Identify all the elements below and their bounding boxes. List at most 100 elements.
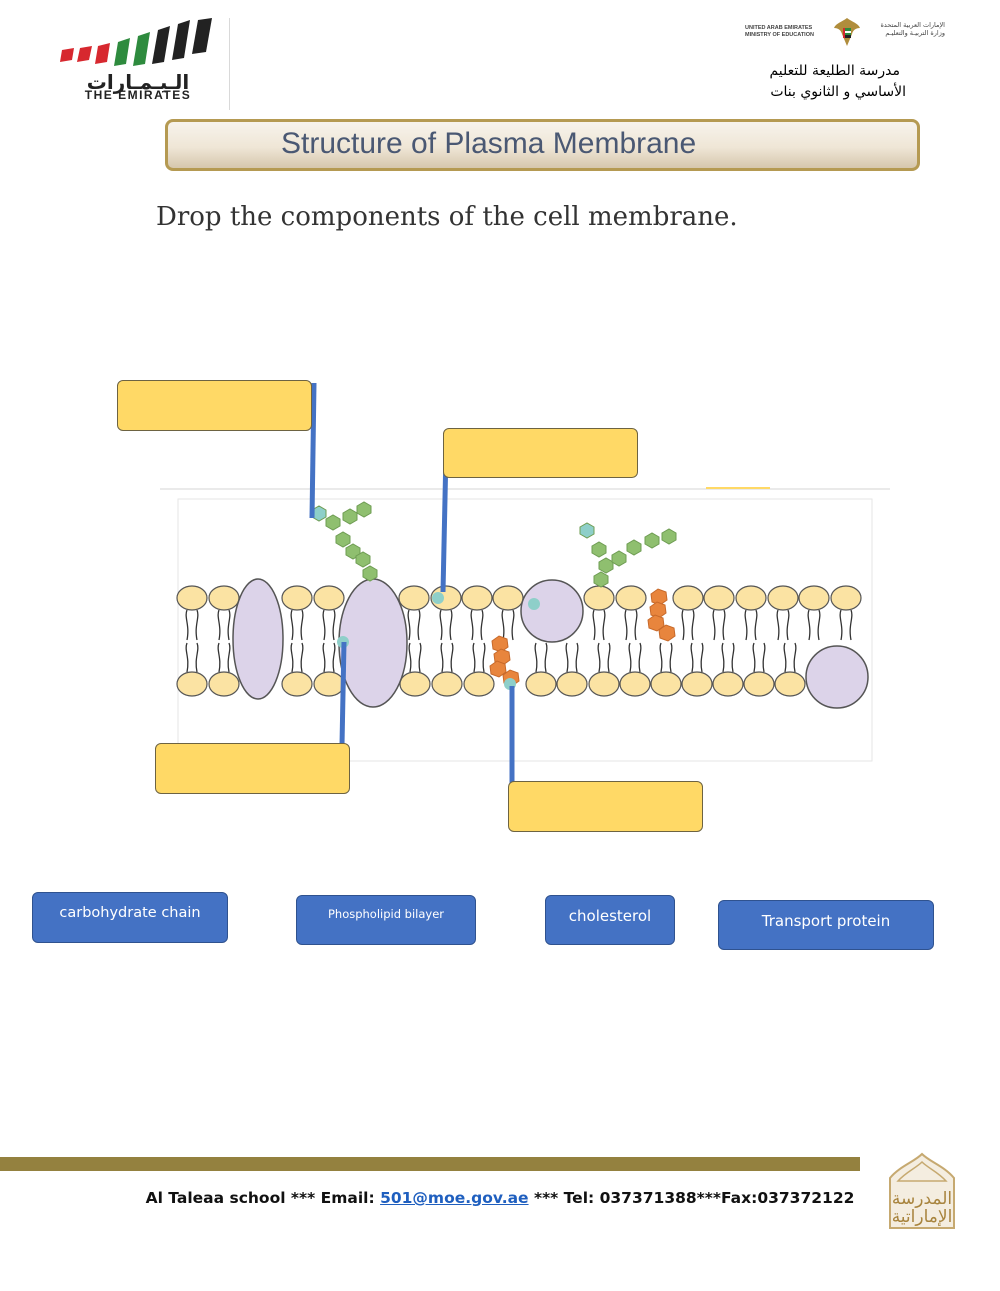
school-logo-text-1: المدرسة [892, 1189, 952, 1209]
footer-school: Al Taleaa school *** Email: [145, 1189, 381, 1207]
header-divider [229, 18, 230, 110]
phospholipid-head [281, 671, 313, 697]
phospholipid-tail [300, 642, 304, 673]
phospholipid-tail [744, 609, 748, 641]
phospholipid-tail [597, 642, 601, 673]
drop-target-3[interactable] [155, 743, 350, 794]
channel-protein-small [232, 578, 284, 700]
phospholipid-tail [681, 609, 685, 641]
phospholipid-head [461, 585, 493, 611]
phospholipid-tail [332, 642, 336, 673]
footer-contact: Al Taleaa school *** Email: 501@moe.gov.… [0, 1189, 1000, 1207]
phospholipid-tail [786, 609, 790, 641]
footer-email-link[interactable]: 501@moe.gov.ae [380, 1189, 529, 1207]
footer-phone-fax: *** Tel: 037371388***Fax:037372122 [528, 1189, 855, 1207]
drop-target-4[interactable] [508, 781, 703, 832]
phospholipid-head [615, 585, 647, 611]
phospholipid-head [735, 585, 767, 611]
phospholipid-tail [300, 609, 304, 641]
phospholipid-head [313, 585, 345, 611]
school-name-arabic-line-1: مدرسة الطليعة للتعليم [769, 63, 900, 79]
phospholipid-tail [659, 642, 663, 673]
phospholipid-tail [472, 642, 476, 673]
uae-emblem-icon [834, 18, 860, 46]
phospholipid-head [208, 585, 240, 611]
channel-protein-large [338, 578, 408, 708]
phospholipid-tail [722, 609, 726, 641]
phospholipid-tail [754, 609, 758, 641]
phospholipid-tail [592, 609, 596, 641]
phospholipid-head [588, 671, 620, 697]
phospholipid-head [672, 585, 704, 611]
phospholipid-tail [418, 642, 422, 673]
phospholipid-head [583, 585, 615, 611]
phospholipid-tail [849, 609, 853, 641]
phospholipid-head [556, 671, 588, 697]
peripheral-protein-bottom [805, 645, 869, 709]
phospholipid-head [703, 585, 735, 611]
phospholipid-tail [439, 609, 443, 641]
leader-line-3 [339, 641, 347, 746]
leader-line-1 [309, 382, 317, 519]
phospholipid-tail [783, 642, 787, 673]
ministry-name-english: UNITED ARAB EMIRATES MINISTRY OF EDUCATI… [745, 25, 831, 39]
phospholipid-tail [669, 642, 673, 673]
phospholipid-tail [731, 642, 735, 673]
phospholipid-tail [817, 609, 821, 641]
phospholipid-tail [290, 609, 294, 641]
phospholipid-tail [470, 609, 474, 641]
phospholipid-tail [807, 609, 811, 641]
phospholipid-tail [217, 642, 221, 673]
phospholipid-tail [185, 609, 189, 641]
school-name-arabic-line-2: الأساسي و الثانوي بنات [770, 84, 906, 100]
carbohydrate-chain-left [311, 501, 378, 582]
ministry-name-arabic: الإمارات العربية المتحدة وزارة التربيـة … [865, 21, 945, 37]
answer-phospholipid-bilayer[interactable]: Phospholipid bilayer [296, 895, 476, 945]
phospholipid-head [431, 671, 463, 697]
phospholipid-head [830, 585, 862, 611]
phospholipid-tail [407, 609, 411, 641]
carbohydrate-chain-right [579, 522, 677, 588]
phospholipid-tail [544, 642, 548, 673]
ministry-en-line-2: MINISTRY OF EDUCATION [745, 32, 814, 38]
phospholipid-tail [480, 609, 484, 641]
phospholipid-tail [332, 609, 336, 641]
phospholipid-tail [628, 642, 632, 673]
phospholipid-tail [227, 609, 231, 641]
phospholipid-head [176, 585, 208, 611]
phospholipid-tail [217, 609, 221, 641]
phospholipid-tail [322, 609, 326, 641]
phospholipid-head [176, 671, 208, 697]
phospholipid-tail [691, 609, 695, 641]
phospholipid-tail [322, 642, 326, 673]
phospholipid-head [767, 585, 799, 611]
phospholipid-head [313, 671, 345, 697]
phospholipid-tail [575, 642, 579, 673]
phospholipid-tail [776, 609, 780, 641]
phospholipid-tail [700, 642, 704, 673]
phospholipid-head [492, 585, 524, 611]
peripheral-protein-top [520, 579, 584, 643]
phospholipid-tail [565, 642, 569, 673]
phospholipid-tail [195, 609, 199, 641]
phospholipid-tail [185, 642, 189, 673]
phospholipid-tails [185, 609, 853, 673]
phospholipid-head [463, 671, 495, 697]
phospholipid-tail [440, 642, 444, 673]
phospholipid-tail [762, 642, 766, 673]
phospholipid-head [430, 585, 462, 611]
drop-target-2[interactable] [443, 428, 638, 478]
emirates-logo-english: THE EMIRATES [84, 88, 192, 102]
answer-carbohydrate-chain[interactable]: carbohydrate chain [32, 892, 228, 943]
emirati-school-logo-icon: المدرسة الإماراتية [889, 1152, 955, 1229]
footer-bar [0, 1157, 860, 1171]
answer-transport-protein[interactable]: Transport protein [718, 900, 934, 950]
drop-target-1[interactable] [117, 380, 312, 431]
phospholipid-tail [408, 642, 412, 673]
answer-cholesterol[interactable]: cholesterol [545, 895, 675, 945]
cholesterol-molecule-right [647, 588, 676, 642]
phospholipid-tail [482, 642, 486, 673]
emirates-logo [60, 18, 212, 66]
marker-dot [432, 592, 444, 604]
